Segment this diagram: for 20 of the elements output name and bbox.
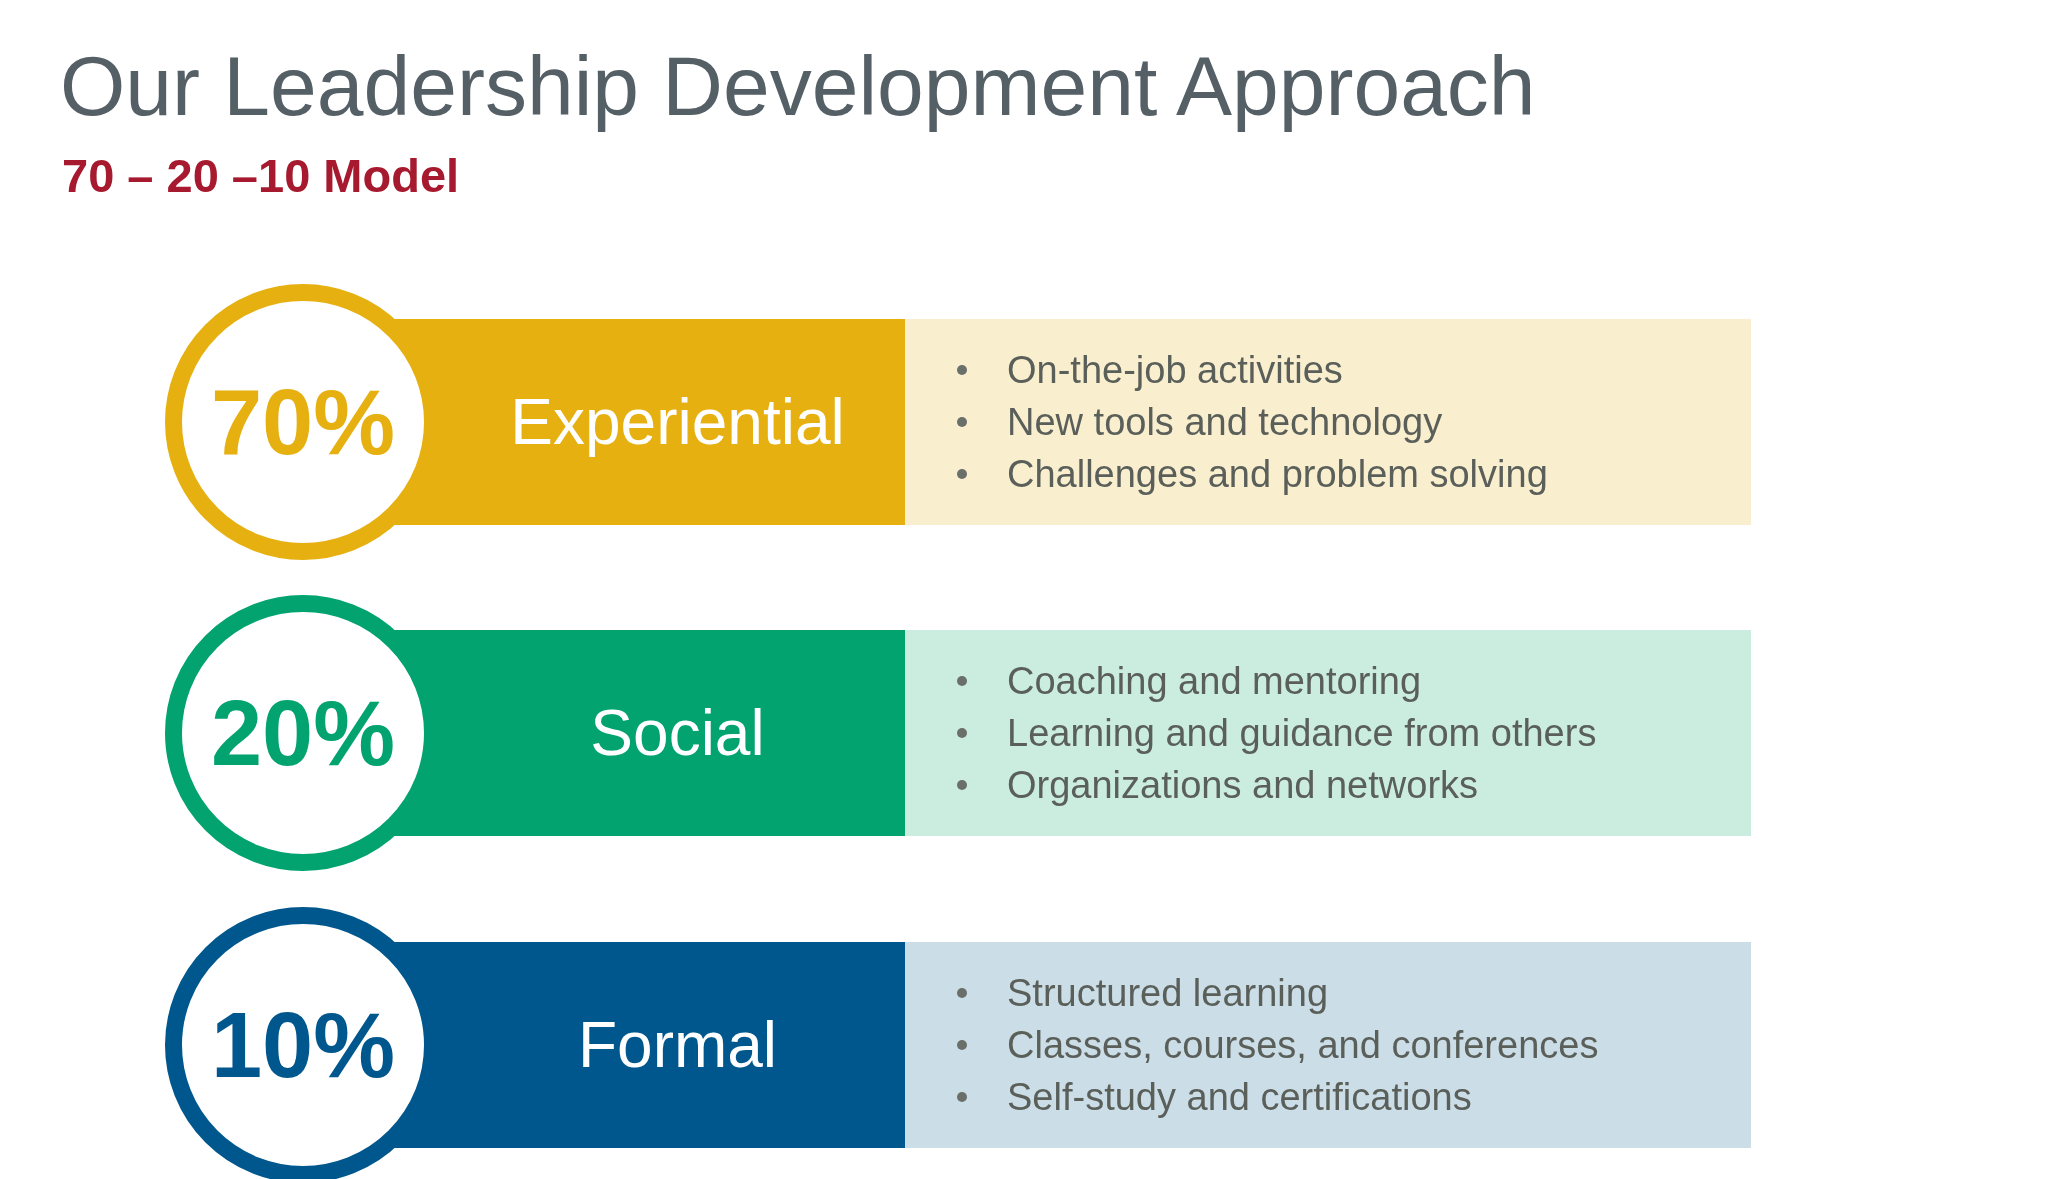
bullet-text: Learning and guidance from others bbox=[1007, 711, 1597, 756]
bullet-text: Coaching and mentoring bbox=[1007, 659, 1422, 704]
bullet-text: On-the-job activities bbox=[1007, 348, 1343, 393]
bullet-text: Structured learning bbox=[1007, 971, 1329, 1016]
bullet-text: Organizations and networks bbox=[1007, 763, 1479, 808]
bullet-text: Classes, courses, and conferences bbox=[1007, 1023, 1599, 1068]
bullet-text: Self-study and certifications bbox=[1007, 1075, 1472, 1120]
subtitle: 70 – 20 –10 Model bbox=[62, 148, 460, 203]
category-label: Experiential bbox=[510, 385, 845, 459]
category-label: Social bbox=[590, 696, 765, 770]
percentage-text: 20% bbox=[210, 680, 396, 786]
category-label: Formal bbox=[577, 1008, 778, 1082]
info-panel bbox=[905, 319, 1751, 525]
info-panel bbox=[905, 630, 1751, 836]
title: Our Leadership Development Approach bbox=[60, 38, 1536, 135]
info-panel bbox=[905, 942, 1751, 1148]
bullet-text: Challenges and problem solving bbox=[1007, 452, 1548, 497]
percentage-text: 10% bbox=[210, 992, 396, 1098]
bullet-text: New tools and technology bbox=[1007, 400, 1443, 445]
percentage-text: 70% bbox=[210, 369, 396, 475]
